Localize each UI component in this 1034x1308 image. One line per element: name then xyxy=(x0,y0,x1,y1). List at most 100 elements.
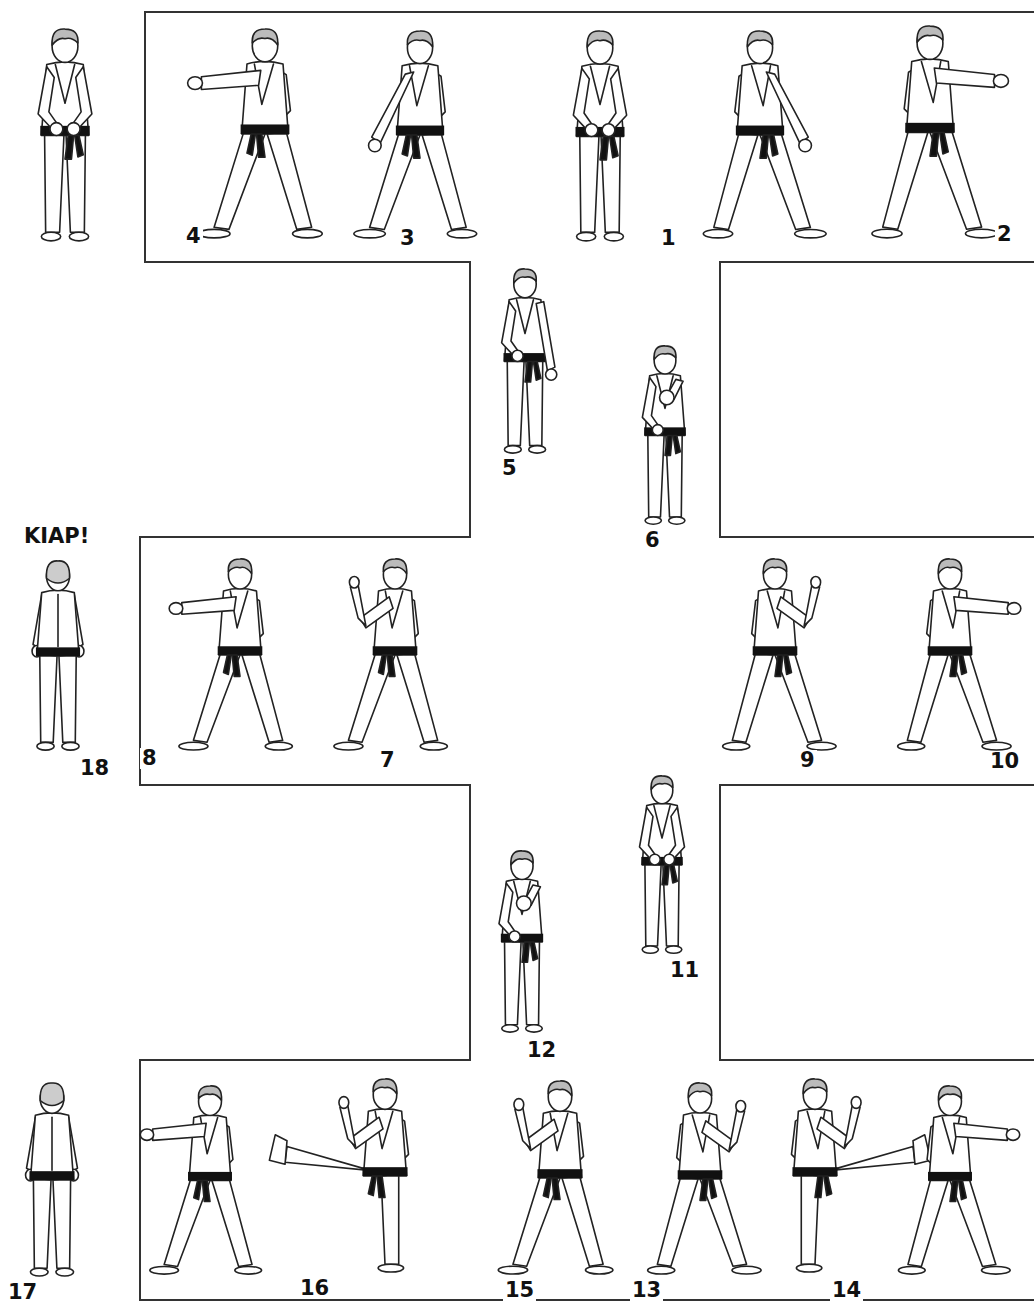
figure-part xyxy=(62,742,79,750)
figure-part xyxy=(654,346,676,360)
figure-part xyxy=(179,742,208,750)
figure-part xyxy=(815,1176,823,1198)
figure xyxy=(269,1079,408,1272)
callout-number: 1 xyxy=(659,228,678,249)
figure-part xyxy=(523,940,540,1025)
belt xyxy=(792,1167,837,1176)
figure-part xyxy=(703,229,732,237)
figure-part xyxy=(642,946,658,953)
figure-part xyxy=(795,229,827,237)
figure-part xyxy=(737,63,783,135)
floor-outline-left xyxy=(140,12,1034,1300)
figure-part xyxy=(51,1117,53,1170)
figure-part xyxy=(59,654,76,742)
belt xyxy=(576,127,625,137)
figure-part xyxy=(529,446,546,453)
figure-part xyxy=(530,942,537,960)
figure-part xyxy=(517,300,534,334)
figure-part xyxy=(796,1264,821,1272)
figure-part xyxy=(1007,603,1021,615)
figure-part xyxy=(666,946,682,953)
figure-part xyxy=(600,137,609,160)
figure-part xyxy=(585,124,598,137)
figure-part xyxy=(602,124,615,137)
figure-part xyxy=(235,1266,262,1274)
figure-part xyxy=(610,137,619,158)
callout-number: 8 xyxy=(140,748,159,769)
figure-part xyxy=(515,1107,531,1148)
belt xyxy=(503,353,546,361)
figure xyxy=(38,29,92,241)
belt xyxy=(396,126,444,135)
figure-part xyxy=(930,130,982,229)
figure-part xyxy=(53,1178,71,1268)
figure-part xyxy=(546,369,557,380)
belt xyxy=(905,123,954,133)
figure-part xyxy=(872,229,902,238)
figure-part xyxy=(648,1266,675,1274)
callout-number: 14 xyxy=(830,1280,863,1301)
figure-part xyxy=(379,655,387,674)
figure-part xyxy=(652,425,663,436)
figure-part xyxy=(38,67,56,129)
figure xyxy=(791,1079,930,1272)
figure-part xyxy=(349,576,359,588)
figure-part xyxy=(993,74,1008,87)
figure-part xyxy=(56,1268,74,1276)
figure-part xyxy=(509,931,520,942)
callout-number: 12 xyxy=(525,1040,558,1061)
figure-part xyxy=(193,653,240,742)
figure-part xyxy=(65,136,74,160)
figure-part xyxy=(30,1268,48,1276)
figure-part xyxy=(334,742,363,750)
figure-part xyxy=(585,1266,612,1274)
figure-part xyxy=(908,1179,948,1267)
figure-part xyxy=(265,742,292,750)
figure-part xyxy=(657,1177,698,1266)
figure-part xyxy=(354,229,386,237)
figure-part xyxy=(673,436,680,454)
figure-part xyxy=(552,1178,560,1200)
callout-number: 9 xyxy=(798,750,817,771)
figure-part xyxy=(224,655,232,674)
figure-part xyxy=(69,232,88,241)
figure-part xyxy=(660,390,674,404)
callout-number: KIAP! xyxy=(22,526,91,547)
figure-part xyxy=(169,603,183,615)
figure-part xyxy=(642,378,657,430)
figure-part xyxy=(511,852,533,880)
belt xyxy=(36,647,80,656)
figure-part xyxy=(1006,1129,1019,1140)
figure-part xyxy=(732,1266,761,1274)
figure-part xyxy=(784,655,792,674)
figure-part xyxy=(747,31,772,47)
figure-part xyxy=(150,1266,179,1274)
figure-part xyxy=(649,854,660,865)
callout-number: 18 xyxy=(78,758,111,779)
figure-part xyxy=(587,31,613,47)
figure-part xyxy=(580,134,599,232)
figure-part xyxy=(140,1129,153,1140)
figures xyxy=(26,26,1021,1276)
figure-part xyxy=(46,561,69,583)
belt xyxy=(678,1170,723,1179)
figure-part xyxy=(609,68,627,130)
figure-part xyxy=(257,134,265,157)
figure-part xyxy=(387,655,395,676)
figure-part xyxy=(339,1097,349,1109)
figure-part xyxy=(807,742,836,750)
figure-part xyxy=(669,517,685,524)
figure-part xyxy=(754,589,797,655)
figure-part xyxy=(232,655,240,676)
belt xyxy=(928,1172,972,1181)
figure-part xyxy=(651,776,673,790)
figure-part xyxy=(201,70,260,89)
figure xyxy=(898,559,1021,750)
figure-part xyxy=(938,559,961,574)
figure-part xyxy=(669,807,684,859)
figure-part xyxy=(769,135,777,156)
figure-part xyxy=(950,1179,996,1267)
figure xyxy=(498,1081,613,1274)
figure-part xyxy=(340,1105,356,1146)
belt xyxy=(753,646,798,655)
